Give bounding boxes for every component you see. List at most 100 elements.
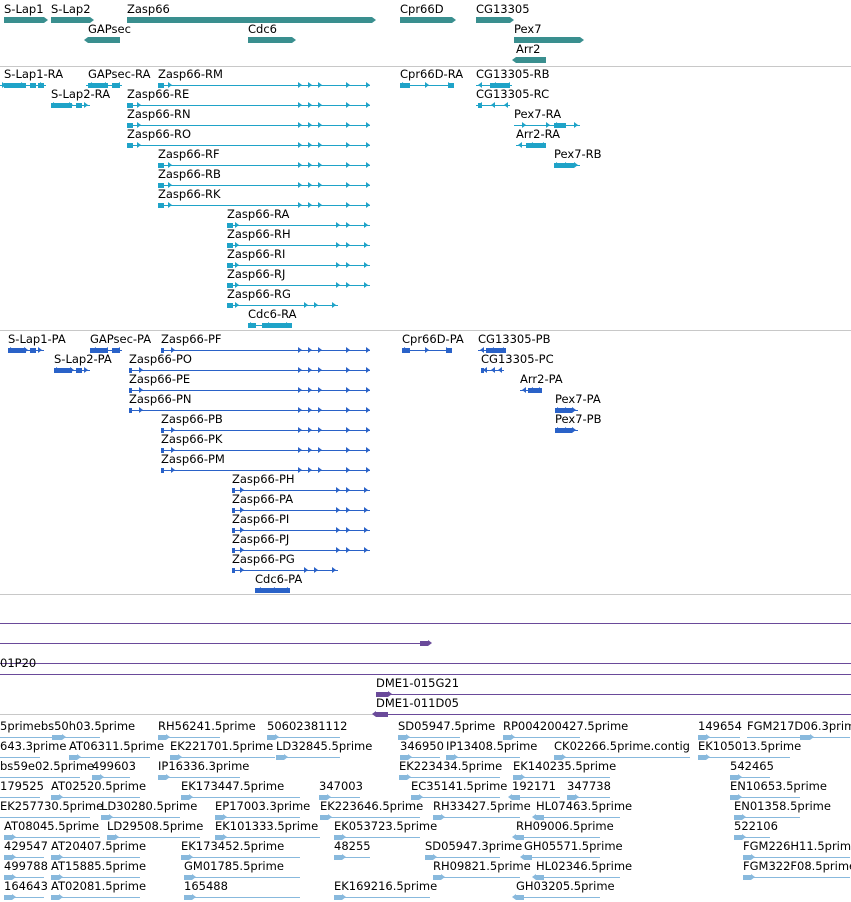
gene-label: Arr2 (516, 42, 541, 56)
strand-arrow-icon (511, 734, 515, 740)
transcript-intron-line (158, 205, 370, 206)
strand-arrow-icon (189, 854, 193, 860)
strand-chevron-icon (346, 222, 350, 228)
strand-arrow-icon (77, 754, 81, 760)
strand-arrow-icon (512, 57, 516, 63)
est-exon-block (411, 795, 419, 800)
est-label: EK140235.5prime (513, 759, 617, 773)
strand-chevron-icon (168, 202, 172, 208)
strand-arrow-icon (532, 874, 536, 880)
est-label: 346950 (400, 739, 444, 753)
est-intron-line (730, 777, 770, 778)
strand-chevron-icon (318, 407, 322, 413)
strand-chevron-icon (404, 347, 408, 353)
est-label: LD30280.5prime (101, 799, 198, 813)
strand-chevron-icon (308, 427, 312, 433)
transcript-label: Cdc6-RA (248, 307, 297, 321)
est-intron-line (536, 877, 620, 878)
strand-chevron-icon (318, 427, 322, 433)
est-exon-block (181, 855, 189, 860)
strand-chevron-icon (518, 142, 522, 148)
gene-exon-block (4, 17, 44, 23)
est-intron-line (734, 817, 800, 818)
strand-chevron-icon (235, 242, 239, 248)
est-intron-line (215, 837, 320, 838)
est-intron-line (215, 817, 300, 818)
est-exon-block (101, 815, 109, 820)
est-intron-line (567, 797, 610, 798)
strand-chevron-icon (483, 367, 487, 373)
transcript-intron-line (227, 305, 338, 306)
est-exon-block (51, 875, 59, 880)
transcript-exon-block (127, 143, 133, 148)
gene-label: GAPsec (88, 22, 131, 36)
est-intron-line (698, 757, 790, 758)
est-label: bs59e02.5prime (0, 759, 95, 773)
strand-chevron-icon (366, 407, 370, 413)
strand-arrow-icon (328, 814, 332, 820)
est-intron-line (446, 757, 520, 758)
protein-label: Zasp66-PO (129, 352, 192, 366)
strand-chevron-icon (308, 387, 312, 393)
est-intron-line (69, 757, 150, 758)
est-exon-block (800, 735, 810, 740)
est-intron-line (516, 897, 600, 898)
strand-chevron-icon (346, 262, 350, 268)
strand-arrow-icon (742, 814, 746, 820)
strand-chevron-icon (364, 487, 368, 493)
strand-chevron-icon (480, 347, 484, 353)
strand-chevron-icon (298, 102, 302, 108)
strand-chevron-icon (308, 347, 312, 353)
strand-chevron-icon (21, 82, 25, 88)
strand-arrow-icon (706, 734, 710, 740)
strand-arrow-icon (59, 854, 63, 860)
est-exon-block (554, 755, 562, 760)
strand-chevron-icon (346, 427, 350, 433)
est-exon-block (433, 875, 441, 880)
est-label: EK101333.5prime (215, 819, 319, 833)
transcript-exon-block (158, 163, 164, 168)
strand-chevron-icon (366, 447, 370, 453)
strand-chevron-icon (448, 82, 452, 88)
est-label: 164643 (4, 879, 48, 893)
gene-exon-block (400, 17, 452, 23)
strand-arrow-icon (327, 794, 331, 800)
transcript-exon-block (88, 83, 108, 88)
est-label: AT15885.5prime (51, 859, 147, 873)
strand-chevron-icon (336, 527, 340, 533)
protein-exon-block (555, 408, 572, 413)
est-intron-line (4, 877, 44, 878)
est-label: SD05947.5prime (398, 719, 496, 733)
strand-chevron-icon (491, 367, 495, 373)
protein-label: Zasp66-PN (129, 392, 192, 406)
protein-exon-block (161, 428, 164, 433)
protein-label: Zasp66-PM (161, 452, 225, 466)
est-label: EN01358.5prime (734, 799, 831, 813)
strand-chevron-icon (346, 507, 350, 513)
strand-arrow-icon (223, 814, 227, 820)
strand-chevron-icon (235, 282, 239, 288)
strand-chevron-icon (318, 162, 322, 168)
strand-chevron-icon (171, 427, 175, 433)
protein-label: GAPsec-PA (90, 332, 152, 346)
transcript-exon-block (158, 183, 164, 188)
est-label: EK223646.5prime (320, 799, 424, 813)
strand-chevron-icon (171, 447, 175, 453)
gene-exon-block (248, 37, 292, 43)
est-intron-line (181, 797, 300, 798)
strand-chevron-icon (92, 347, 96, 353)
gene-exon-block (516, 57, 546, 63)
strand-chevron-icon (308, 367, 312, 373)
clone-exon-block (376, 712, 388, 717)
strand-chevron-icon (240, 487, 244, 493)
est-label: RP004200427.5prime (503, 719, 629, 733)
est-exon-block (4, 855, 12, 860)
protein-exon-block (54, 368, 72, 373)
strand-chevron-icon (298, 387, 302, 393)
gene-label: Zasp66 (127, 2, 170, 16)
transcript-intron-line (158, 85, 370, 86)
est-label: 179525 (0, 779, 44, 793)
gene-label: Cpr66D (400, 2, 444, 16)
est-intron-line (425, 857, 500, 858)
transcript-intron-line (227, 225, 370, 226)
